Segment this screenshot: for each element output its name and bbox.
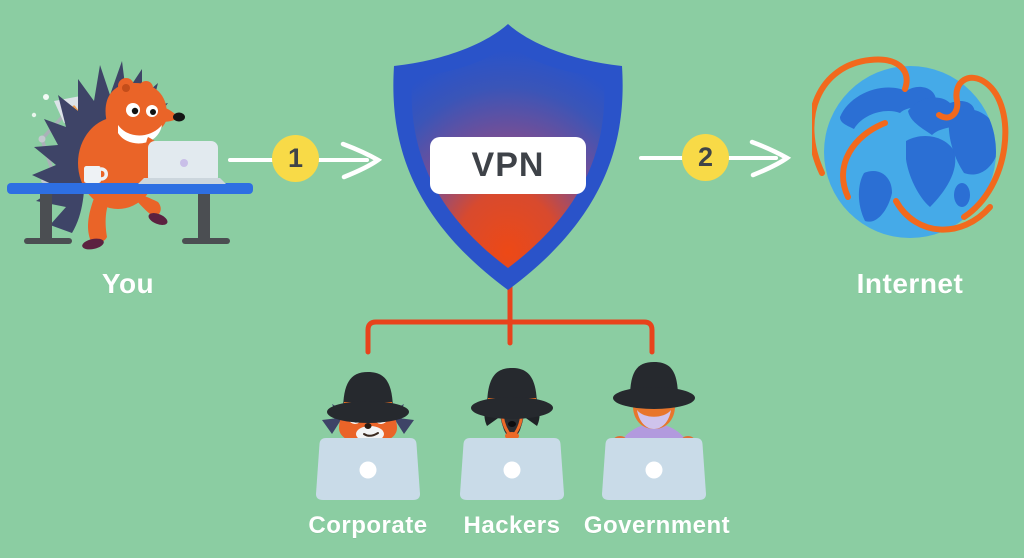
hacker-dog-character [471,368,553,446]
corporate-spy-illustration [316,372,420,500]
globe-connection-arcs [812,56,1009,233]
threat-label-hackers: Hackers [463,512,561,539]
corporate-spy-character [322,372,414,444]
desk [7,183,253,194]
step-1-badge: 1 [272,135,319,182]
you-hedgehog-illustration [7,61,253,250]
you-label: You [101,268,155,299]
spy-laptop-icon [602,438,706,500]
spy-laptop-icon [316,438,420,500]
step-2-number: 2 [697,142,714,172]
threat-label-government: Government [583,512,731,539]
vpn-label: VPN [471,146,545,184]
fedora-hat-icon [327,372,409,423]
coffee-mug-icon [84,166,108,183]
government-spy-illustration [602,362,706,500]
hackers-spy-illustration [460,368,564,500]
hedgehog-legs [82,193,168,250]
step-2-badge: 2 [682,134,729,181]
threat-label-corporate: Corporate [308,512,428,539]
fedora-hat-icon [613,362,695,409]
you-laptop-icon [138,141,226,184]
step-1-number: 1 [287,143,304,173]
vpn-label-box: VPN [430,137,586,194]
internet-globe-icon [812,56,1009,238]
desk-legs [24,193,230,244]
fedora-hat-icon [471,368,553,419]
internet-label: Internet [856,268,964,299]
spy-laptop-icon [460,438,564,500]
threat-connector-lines [365,280,655,355]
